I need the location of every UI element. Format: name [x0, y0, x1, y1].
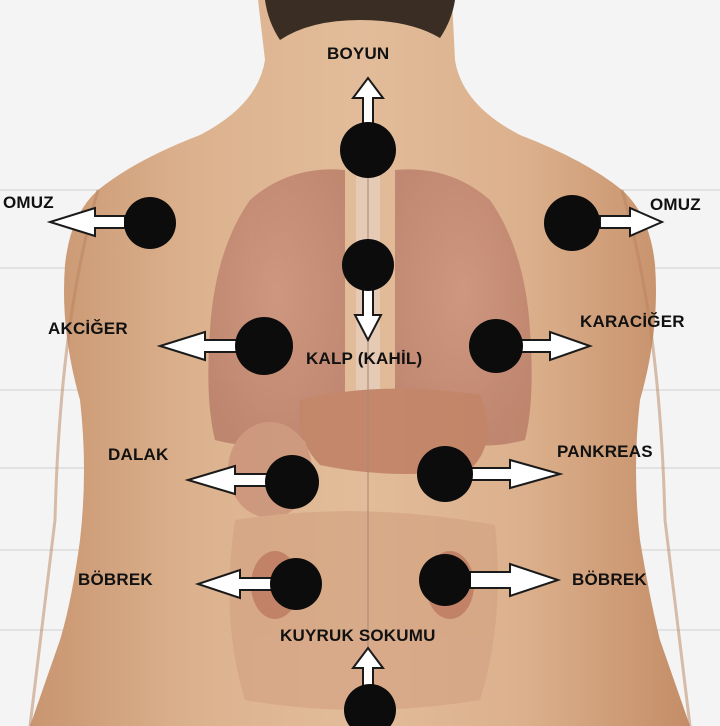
label-kidney-right: BÖBREK: [572, 570, 647, 589]
label-heart: KALP (KAHİL): [306, 349, 423, 368]
lung-left: [208, 169, 345, 446]
label-pancreas: PANKREAS: [557, 442, 653, 461]
marker-lung: [235, 317, 293, 375]
marker-spleen: [265, 455, 319, 509]
arrow-heart: [353, 287, 383, 343]
hair: [265, 0, 455, 40]
label-shoulder-right: OMUZ: [650, 195, 701, 214]
marker-kidney-right: [419, 554, 471, 606]
marker-tailbone: [344, 684, 396, 726]
label-liver: KARACİĞER: [580, 312, 685, 331]
arrow-lung: [156, 330, 239, 362]
label-kidney-left: BÖBREK: [78, 570, 153, 589]
marker-neck: [340, 122, 396, 178]
label-shoulder-left: OMUZ: [3, 193, 54, 212]
marker-shoulder-right: [544, 195, 600, 251]
marker-kidney-left: [270, 558, 322, 610]
marker-pancreas: [417, 446, 473, 502]
label-tailbone: KUYRUK SOKUMU: [280, 626, 436, 645]
arrow-kidney-right: [469, 562, 562, 598]
label-neck: BOYUN: [327, 44, 390, 63]
arrow-shoulder-right: [599, 206, 665, 238]
arrow-spleen: [184, 464, 269, 496]
marker-shoulder-left: [124, 197, 176, 249]
arrow-kidney-left: [194, 568, 273, 600]
arrow-liver: [519, 330, 594, 362]
pain-markers: [124, 122, 600, 726]
marker-heart: [342, 239, 394, 291]
marker-liver: [469, 319, 523, 373]
arrow-shoulder-left: [46, 206, 126, 238]
lung-right: [395, 169, 532, 446]
arrow-pancreas: [469, 458, 564, 490]
label-spleen: DALAK: [108, 445, 169, 464]
arrows: [46, 76, 665, 691]
label-lung: AKCİĞER: [48, 319, 128, 338]
